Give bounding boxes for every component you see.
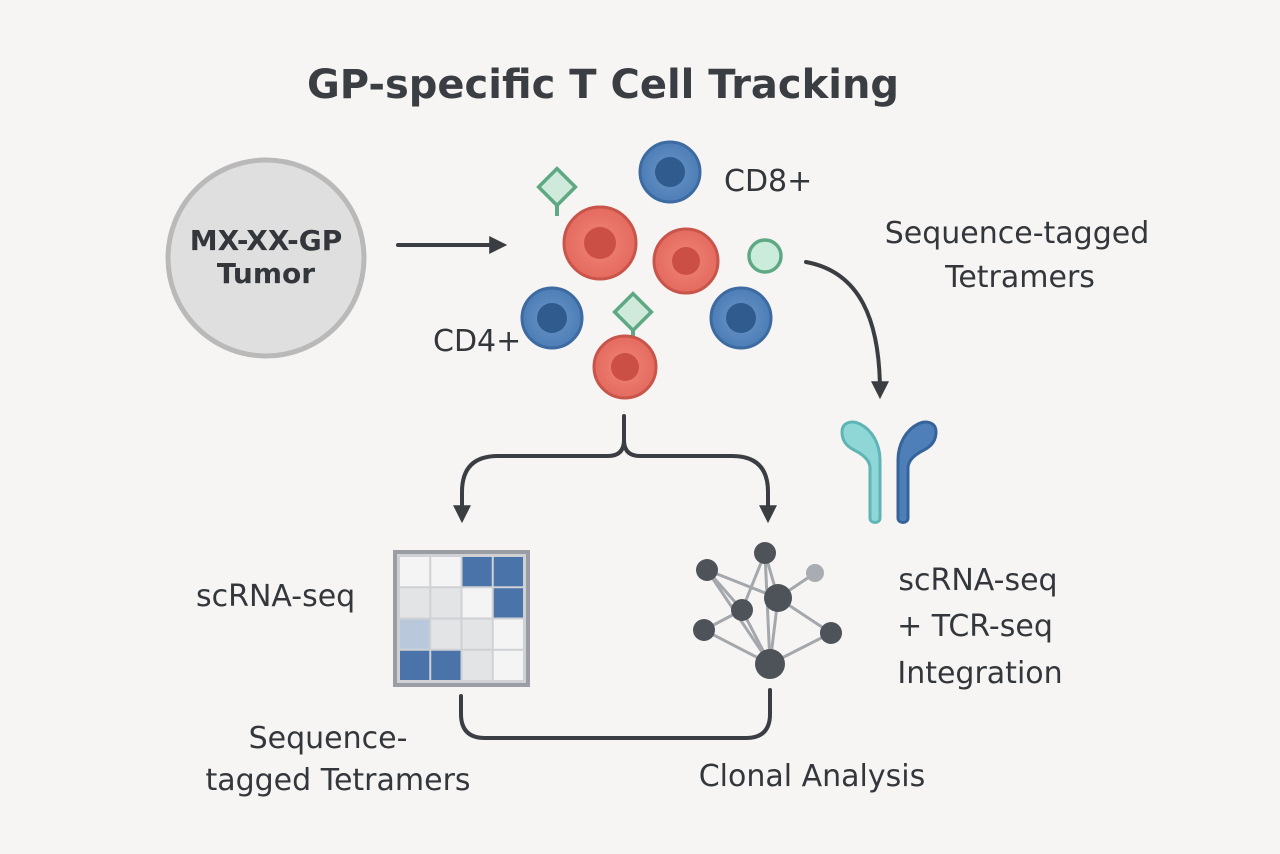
t-cell-icon-cd8	[520, 286, 584, 350]
matrix-cell	[493, 619, 523, 649]
matrix-cell	[400, 650, 430, 680]
heatmap-matrix-icon	[393, 550, 530, 687]
matrix-cell	[431, 650, 461, 680]
tetramers-top-label-line2: Tetramers	[944, 260, 1095, 295]
matrix-cell	[462, 619, 492, 649]
matrix-cell	[400, 588, 430, 618]
tetramer-icon	[536, 166, 578, 216]
matrix-cell	[462, 588, 492, 618]
t-cell-icon-cd4	[562, 205, 638, 281]
t-cell-icon-cd4	[592, 334, 658, 400]
matrix-cell	[431, 588, 461, 618]
brace-arrow-right	[622, 438, 777, 524]
tetramer-to-receptor-arrow	[804, 260, 889, 400]
matrix-cell	[493, 557, 523, 587]
matrix-network-connector	[459, 688, 772, 740]
scrna-label: scRNA-seq	[196, 579, 355, 614]
matrix-cell	[462, 650, 492, 680]
matrix-cell	[493, 588, 523, 618]
network-graph-icon	[693, 542, 842, 679]
matrix-cell	[431, 619, 461, 649]
tetramer-free-icon	[747, 238, 783, 274]
integration-label-line2: + TCR-seq	[897, 609, 1053, 644]
tetramers-bottom-label-line1: Sequence-	[249, 721, 408, 756]
tumor-label-line1: MX-XX-GP	[190, 224, 343, 257]
tumor-label-line2: Tumor	[217, 257, 315, 290]
matrix-cell	[462, 557, 492, 587]
tcr-receptor-icon	[840, 420, 938, 524]
tetramers-top-label-line1: Sequence-tagged	[885, 216, 1150, 251]
integration-label-line3: Integration	[897, 656, 1062, 691]
page-title: GP-specific T Cell Tracking	[307, 62, 899, 108]
matrix-cell	[400, 557, 430, 587]
tumor-circle-icon	[165, 157, 367, 359]
t-cell-icon-cd8	[709, 286, 773, 350]
cd4-label: CD4+	[433, 324, 521, 359]
integration-label-line1: scRNA-seq	[898, 563, 1057, 598]
t-cell-icon-cd8	[638, 140, 702, 204]
matrix-cell	[431, 557, 461, 587]
t-cell-icon-cd4	[652, 227, 720, 295]
matrix-cell	[493, 650, 523, 680]
matrix-cell	[400, 619, 430, 649]
cd8-label: CD8+	[724, 164, 812, 199]
brace-arrow-left	[453, 414, 626, 524]
tetramers-bottom-label-line2: tagged Tetramers	[205, 763, 470, 798]
tetramer-icon	[612, 291, 654, 340]
clonal-analysis-label: Clonal Analysis	[699, 759, 926, 794]
